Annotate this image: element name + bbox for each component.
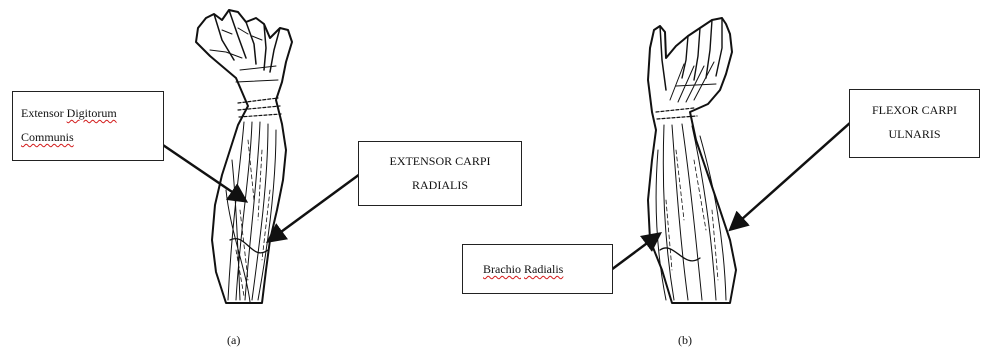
- label-text-misspelled: Brachio: [483, 262, 521, 276]
- label-brachio-radialis: Brachio Radialis: [462, 244, 613, 294]
- label-text: EXTENSOR CARPI: [359, 149, 521, 173]
- caption-a: (a): [227, 333, 240, 348]
- pointer-brachio-radialis: [611, 235, 658, 270]
- label-text: ULNARIS: [850, 122, 979, 146]
- label-text-misspelled: Communis: [21, 130, 74, 144]
- arm-illustration-dorsal: [196, 10, 292, 303]
- label-text: RADIALIS: [359, 173, 521, 197]
- label-extensor-carpi-radialis: EXTENSOR CARPI RADIALIS: [358, 141, 522, 206]
- label-extensor-digitorum-communis: Extensor Digitorum Communis: [12, 91, 164, 161]
- label-text-misspelled: Digitorum: [67, 106, 117, 120]
- label-text: FLEXOR CARPI: [850, 98, 979, 122]
- caption-b: (b): [678, 333, 692, 348]
- pointer-extensor-carpi-radialis: [270, 174, 360, 240]
- label-text: Extensor: [21, 106, 67, 120]
- label-flexor-carpi-ulnaris: FLEXOR CARPI ULNARIS: [849, 89, 980, 158]
- label-text-misspelled: Radialis: [524, 262, 563, 276]
- arm-illustration-palmar: [648, 18, 736, 303]
- pointer-flexor-carpi-ulnaris: [732, 122, 851, 228]
